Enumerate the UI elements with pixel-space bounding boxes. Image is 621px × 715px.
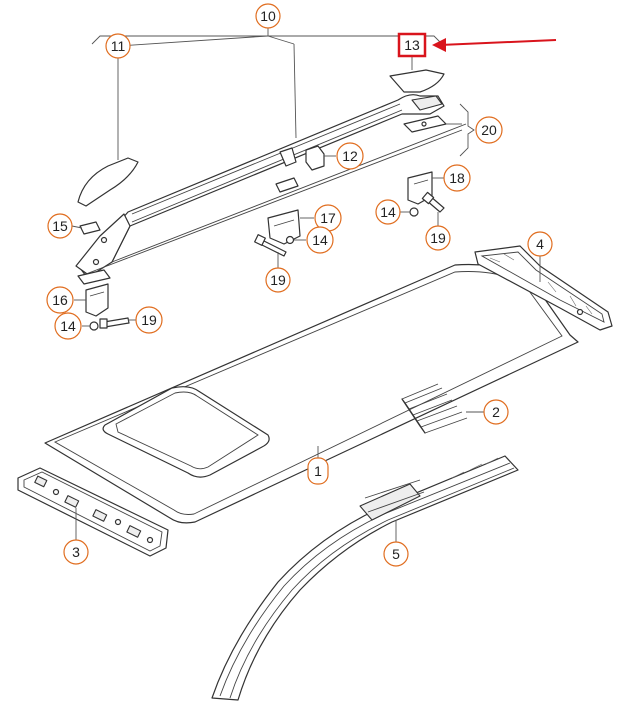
callout-19-center[interactable]: 19 (265, 267, 291, 293)
front-bolt[interactable] (99, 317, 130, 329)
rail-cover-cap[interactable] (389, 69, 445, 93)
svg-text:12: 12 (342, 148, 358, 164)
svg-text:3: 3 (72, 544, 80, 560)
svg-text:15: 15 (52, 218, 68, 234)
highlight-arrow (432, 38, 557, 52)
callout-14-center[interactable]: 14 (306, 226, 334, 254)
callout-20[interactable]: 20 (475, 116, 503, 144)
rear-nut[interactable] (409, 207, 419, 217)
callout-13[interactable]: 13 (397, 32, 427, 58)
callout-11[interactable]: 11 (105, 33, 131, 59)
front-mount-plate[interactable] (77, 269, 111, 285)
callout-19-front[interactable]: 19 (135, 306, 163, 334)
svg-text:14: 14 (312, 232, 328, 248)
center-mount-bracket[interactable] (267, 209, 301, 245)
sealing-strips[interactable] (401, 383, 468, 434)
svg-text:19: 19 (270, 272, 286, 288)
svg-text:18: 18 (449, 170, 465, 186)
svg-text:14: 14 (380, 204, 396, 220)
callout-18[interactable]: 18 (443, 164, 471, 192)
svg-text:20: 20 (481, 122, 497, 138)
svg-text:17: 17 (320, 210, 336, 226)
svg-text:4: 4 (536, 236, 544, 252)
callout-1[interactable]: 1 (307, 457, 329, 485)
callout-2[interactable]: 2 (483, 399, 509, 425)
svg-text:13: 13 (404, 37, 420, 53)
svg-text:14: 14 (60, 318, 76, 334)
svg-text:1: 1 (314, 463, 322, 479)
svg-text:5: 5 (392, 546, 400, 562)
svg-text:19: 19 (141, 312, 157, 328)
front-mount-bracket[interactable] (85, 283, 109, 317)
callout-10[interactable]: 10 (255, 3, 281, 29)
callout-17[interactable]: 17 (314, 204, 342, 232)
callout-3[interactable]: 3 (63, 539, 89, 565)
svg-text:19: 19 (430, 230, 446, 246)
side-frame[interactable] (211, 455, 519, 701)
roof-rail[interactable] (75, 94, 467, 277)
front-crossmember[interactable] (17, 467, 169, 557)
callout-5[interactable]: 5 (383, 541, 409, 567)
rail-end-cap[interactable] (77, 157, 139, 207)
callout-12[interactable]: 12 (336, 142, 364, 170)
front-nut[interactable] (89, 321, 99, 331)
roof-panel[interactable] (44, 263, 579, 524)
rail-clip[interactable] (305, 145, 325, 171)
svg-text:2: 2 (492, 404, 500, 420)
center-nut[interactable] (285, 235, 295, 245)
leader-lines (71, 28, 541, 542)
center-stud-mount[interactable] (279, 147, 297, 167)
callout-19-rear[interactable]: 19 (425, 225, 451, 251)
callout-15[interactable]: 15 (47, 213, 73, 239)
callout-14-rear[interactable]: 14 (375, 199, 401, 225)
center-bolt[interactable] (254, 234, 287, 257)
svg-text:10: 10 (260, 8, 276, 24)
svg-text:16: 16 (52, 292, 68, 308)
callout-16[interactable]: 16 (46, 286, 74, 314)
callout-14-front[interactable]: 14 (54, 312, 82, 340)
callout-4[interactable]: 4 (527, 231, 553, 257)
svg-text:11: 11 (111, 38, 126, 54)
rear-crossmember[interactable] (474, 245, 613, 331)
rear-bolt[interactable] (421, 191, 445, 213)
front-clip[interactable] (79, 221, 101, 235)
